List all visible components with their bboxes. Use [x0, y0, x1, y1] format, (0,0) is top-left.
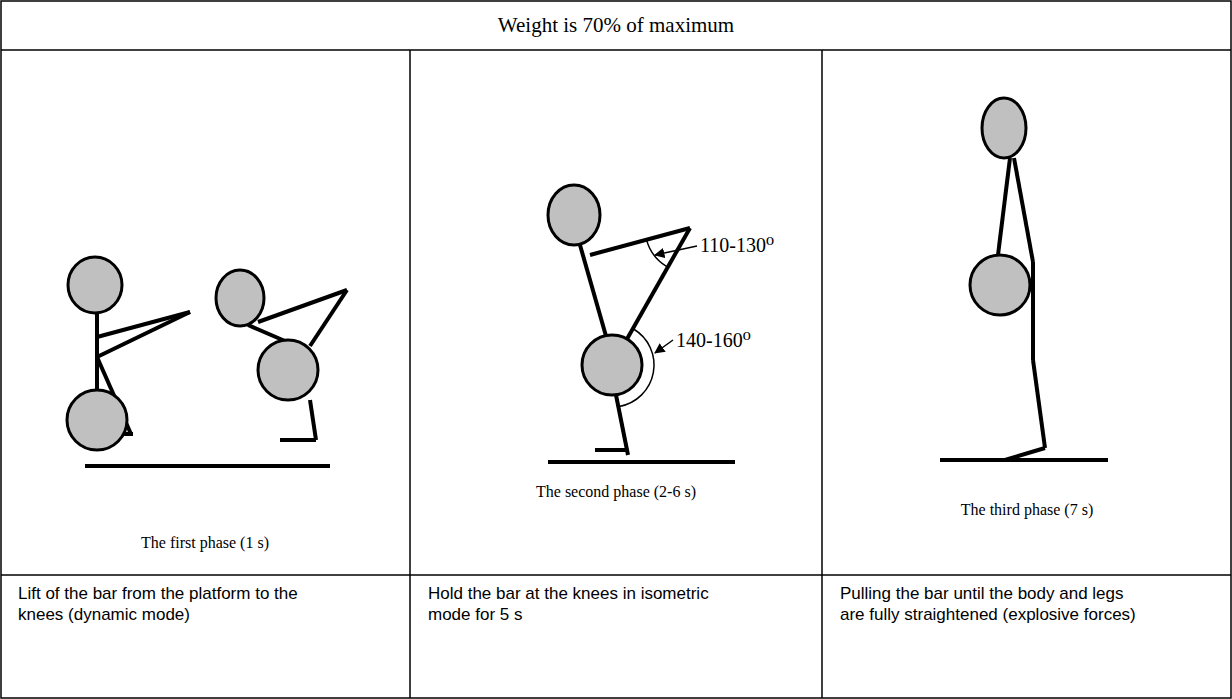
foot-segment — [595, 448, 626, 452]
body-segment — [1033, 360, 1045, 448]
foot-segment — [280, 438, 316, 442]
body-segment — [310, 400, 316, 440]
phase-caption: The first phase (1 s) — [0, 533, 410, 553]
angle-label: 110-130⁰ — [700, 233, 815, 258]
leader-arrow — [655, 340, 673, 353]
table-rule — [409, 50, 411, 698]
platform-line — [548, 460, 735, 464]
body-segment — [310, 290, 347, 346]
head — [216, 270, 264, 326]
body-segment — [627, 228, 690, 339]
platform-line — [85, 464, 330, 468]
lifter-figure — [940, 98, 1108, 460]
angle-arc — [619, 329, 654, 406]
phase-caption: The second phase (2-6 s) — [410, 482, 822, 502]
barbell-disc — [67, 390, 127, 450]
lifter-figure — [67, 257, 330, 466]
table-rule — [1, 574, 1231, 576]
lifter-figure — [216, 270, 347, 440]
barbell-disc — [582, 335, 642, 395]
body-segment — [258, 290, 347, 322]
foot-segment — [1005, 448, 1045, 460]
lifter-figure — [548, 185, 735, 462]
platform-line — [940, 458, 1108, 462]
angle-marks — [619, 240, 697, 407]
body-segment — [248, 325, 285, 341]
body-segment — [97, 312, 190, 357]
phase-description: Hold the bar at the knees in isometric m… — [428, 583, 728, 626]
body-segment — [580, 245, 606, 336]
body-segment — [95, 313, 99, 390]
barbell-disc — [970, 255, 1030, 315]
table-rule — [821, 50, 823, 698]
body-segment — [1031, 262, 1035, 360]
barbell-disc — [258, 340, 318, 400]
body-segment — [1014, 158, 1033, 262]
head — [982, 98, 1026, 158]
angle-label: 140-160⁰ — [676, 328, 816, 353]
table-title: Weight is 70% of maximum — [0, 0, 1232, 50]
table-rule — [1, 49, 1231, 51]
phase-description: Pulling the bar until the body and legs … — [840, 583, 1140, 626]
head — [548, 185, 600, 245]
head — [68, 257, 122, 313]
phase-description: Lift of the bar from the platform to the… — [18, 583, 318, 626]
phase-caption: The third phase (7 s) — [822, 500, 1232, 520]
body-segment — [998, 158, 1010, 255]
leader-arrow — [655, 246, 697, 255]
